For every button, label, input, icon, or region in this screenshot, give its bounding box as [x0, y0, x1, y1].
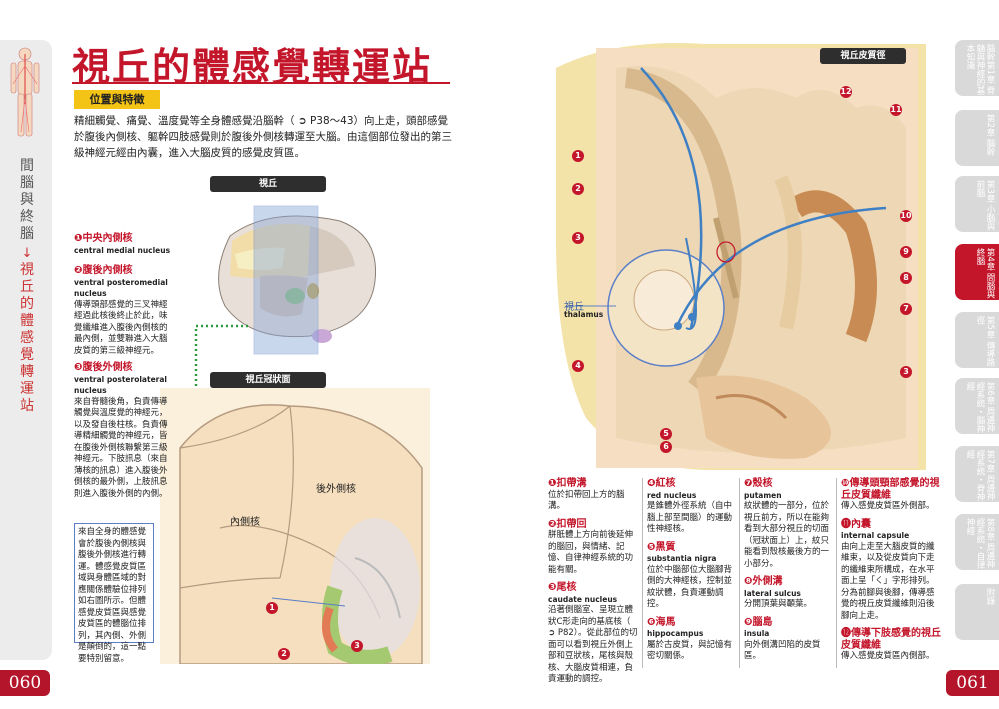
marker-10: 10	[900, 210, 912, 222]
chapter-tab-9[interactable]: 附錄	[955, 584, 999, 640]
definitions-column-4: ❿傳導頭頸部感覺的視丘皮質纖維 傳入感覺皮質區外側部。 ⓫內囊 internal…	[841, 478, 941, 663]
marker-5: 5	[660, 428, 672, 440]
column-divider	[836, 478, 837, 668]
marker-1: 1	[266, 602, 278, 614]
section-tag: 位置與特徵	[74, 90, 160, 109]
body-figure-icon	[6, 44, 44, 140]
definitions-column-1: ❶扣帶溝 位於扣帶回上方的腦溝。 ❷扣帶回 胼胝體上方向前後延伸的腦回，與情緒、…	[548, 478, 638, 686]
cortex-diagram-label: 視丘皮質徑	[820, 48, 906, 64]
side-chapter-title: 間腦與終腦	[18, 158, 36, 243]
chapter-tab-1[interactable]: 腦幹第1章 脊髓與神經的基本知識	[955, 40, 999, 96]
column-divider	[642, 478, 643, 668]
thalamus-en-label: thalamus	[564, 310, 603, 319]
medial-nucleus-label: 內側核	[230, 513, 260, 528]
nucleus-item: ❸腹後外側核 ventral posterolateral nucleus 來自…	[74, 362, 174, 500]
definitions-column-2: ❹紅核 red nucleus 是錐體外徑系統（自中腦上部至間腦）的運動性神經核…	[647, 478, 735, 663]
down-arrow-icon: ↓	[18, 246, 36, 261]
page-number-right: 061	[946, 670, 999, 696]
page-number-left: 060	[0, 670, 50, 696]
marker-8: 8	[900, 272, 912, 284]
chapter-tab-4[interactable]: 第4章 間腦與終腦	[955, 244, 999, 300]
side-section-title: 視丘的體感覺轉運站	[18, 262, 36, 415]
marker-6: 6	[660, 441, 672, 453]
marker-12: 12	[840, 86, 852, 98]
callout-box: 來自全身的體感覺會於腹後內側核與腹後外側核進行轉運。體感覺皮質區域與身體區域的對…	[74, 523, 154, 643]
chapter-tab-6[interactable]: 第6章 周邊神經系統・腦神經	[955, 378, 999, 434]
marker-3: 3	[572, 232, 584, 244]
chapter-tab-2[interactable]: 第2章 腦幹	[955, 110, 999, 166]
definitions-column-3: ❼殼核 putamen 紋狀體的一部分，位於視丘前方，所以在能夠看到大部分視丘的…	[744, 478, 832, 663]
marker-3b: 3	[900, 366, 912, 378]
chapter-tab-8[interactable]: 第8章 周邊神經系統・自律神經	[955, 514, 999, 570]
intro-paragraph: 精細觸覺、痛覺、溫度覺等全身體感覺沿腦幹（ ➲ P38～43）向上走，頭部感覺於…	[74, 113, 454, 161]
nucleus-item: ❷腹後內側核 ventral posteromedial nucleus 傳導頭…	[74, 265, 174, 357]
nucleus-item: ❶中央內側核 central medial nucleus	[74, 233, 174, 256]
marker-4: 4	[572, 360, 584, 372]
title-rule	[72, 82, 450, 84]
lateral-nucleus-label: 後外側核	[316, 480, 356, 495]
marker-2: 2	[278, 648, 290, 660]
chapter-tab-7[interactable]: 第7章 周邊神經系統・脊神經	[955, 446, 999, 502]
marker-7: 7	[900, 303, 912, 315]
thalamus-diagram-label: 視丘	[210, 176, 326, 192]
chapter-tab-3[interactable]: 第3章 小腦與前腦	[955, 176, 999, 232]
marker-9: 9	[900, 246, 912, 258]
marker-2: 2	[572, 183, 584, 195]
column-divider	[739, 478, 740, 668]
marker-1: 1	[572, 150, 584, 162]
thalamus-coronal-illustration	[160, 388, 430, 664]
marker-3: 3	[351, 640, 363, 652]
marker-11: 11	[890, 104, 902, 116]
coronal-diagram-label: 視丘冠狀面	[210, 372, 326, 388]
brain-coronal-section-illustration	[556, 38, 926, 470]
chapter-tab-5[interactable]: 第5章 傳導路徑	[955, 312, 999, 368]
